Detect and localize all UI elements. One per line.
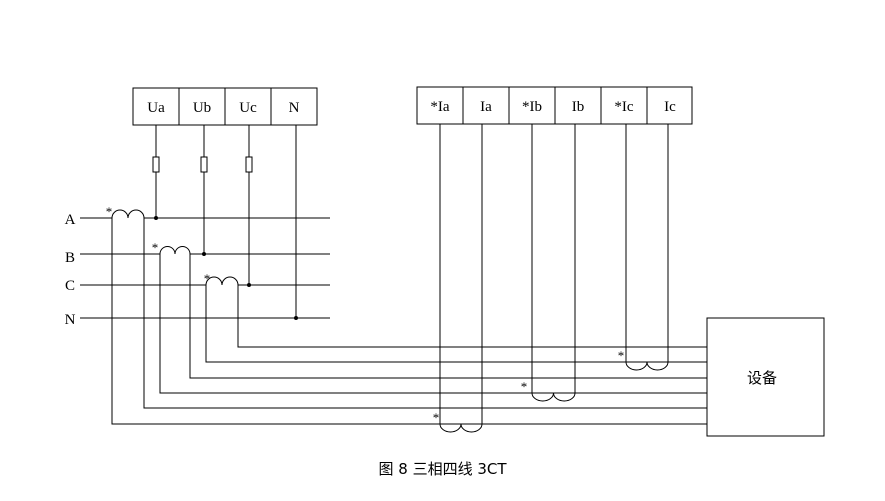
- phase-label-a: A: [65, 212, 76, 228]
- terminal-ib-star: *Ib: [522, 99, 542, 115]
- device-label: 设备: [747, 369, 777, 387]
- ct-secondary-b: [531, 392, 576, 402]
- figure-caption: 图 8 三相四线 3CT: [378, 460, 507, 478]
- ct-secondary-a: [439, 423, 483, 433]
- current-terminal-block: *Ia Ia *Ib Ib *Ic Ic: [416, 86, 693, 125]
- primary-ct-coils: * * *: [106, 204, 239, 286]
- polarity-mark: *: [106, 204, 113, 219]
- secondary-ct-coils: * * *: [433, 124, 669, 433]
- device-frame: [706, 317, 825, 437]
- terminal-ub: Ub: [193, 100, 211, 116]
- ct-secondary-c: [625, 361, 669, 371]
- terminal-n: N: [289, 100, 300, 116]
- polarity-mark: *: [433, 410, 440, 425]
- ct-coil-c: [205, 276, 239, 286]
- polarity-mark: *: [521, 379, 528, 394]
- polarity-mark: *: [152, 240, 159, 255]
- terminal-ic-star: *Ic: [614, 99, 633, 115]
- phase-label-c: C: [65, 278, 75, 294]
- phase-label-n: N: [65, 312, 76, 328]
- fuse-uc: [245, 156, 253, 173]
- terminal-ic: Ic: [664, 99, 676, 115]
- voltage-leads: [152, 125, 298, 320]
- terminal-ia-star: *Ia: [430, 99, 449, 115]
- phase-lines: A B C N: [65, 212, 330, 328]
- polarity-mark: *: [204, 271, 211, 286]
- ct-coil-a: [111, 209, 145, 219]
- device-box: 设备: [706, 317, 825, 437]
- polarity-mark: *: [618, 348, 625, 363]
- voltage-terminal-block: Ua Ub Uc N: [132, 87, 318, 126]
- ct-coil-b: [159, 246, 191, 255]
- secondary-leads: [111, 218, 707, 425]
- fuse-ub: [200, 156, 208, 173]
- terminal-uc: Uc: [239, 100, 257, 116]
- phase-label-b: B: [65, 250, 75, 266]
- terminal-ib: Ib: [572, 99, 585, 115]
- fuse-ua: [152, 156, 160, 173]
- terminal-ua: Ua: [147, 100, 165, 116]
- terminal-ia: Ia: [480, 99, 492, 115]
